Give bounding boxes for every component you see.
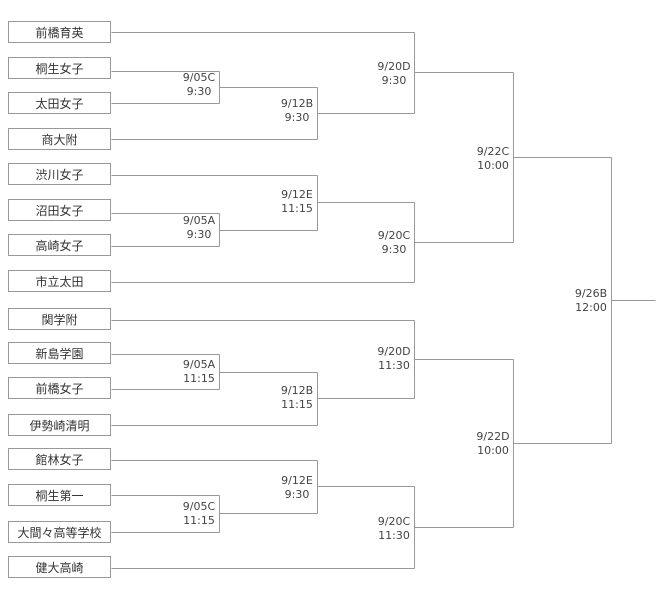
team-slot-14: 桐生第一 [8, 484, 111, 506]
team-slot-10: 新島学園 [8, 342, 111, 364]
team-slot-2: 桐生女子 [8, 57, 111, 79]
team-slot-15: 大間々高等学校 [8, 521, 111, 543]
team-slot-7: 高崎女子 [8, 234, 111, 256]
team-slot-11: 前橋女子 [8, 377, 111, 399]
team-slot-6: 沼田女子 [8, 199, 111, 221]
team-slot-8: 市立太田 [8, 270, 111, 292]
team-slot-12: 伊勢崎清明 [8, 414, 111, 436]
team-slot-3: 太田女子 [8, 92, 111, 114]
team-slot-16: 健大高崎 [8, 556, 111, 578]
team-slot-5: 渋川女子 [8, 163, 111, 185]
team-slot-4: 商大附 [8, 128, 111, 150]
team-slot-9: 関学附 [8, 308, 111, 330]
team-slot-1: 前橋育英 [8, 21, 111, 43]
team-slot-13: 館林女子 [8, 448, 111, 470]
